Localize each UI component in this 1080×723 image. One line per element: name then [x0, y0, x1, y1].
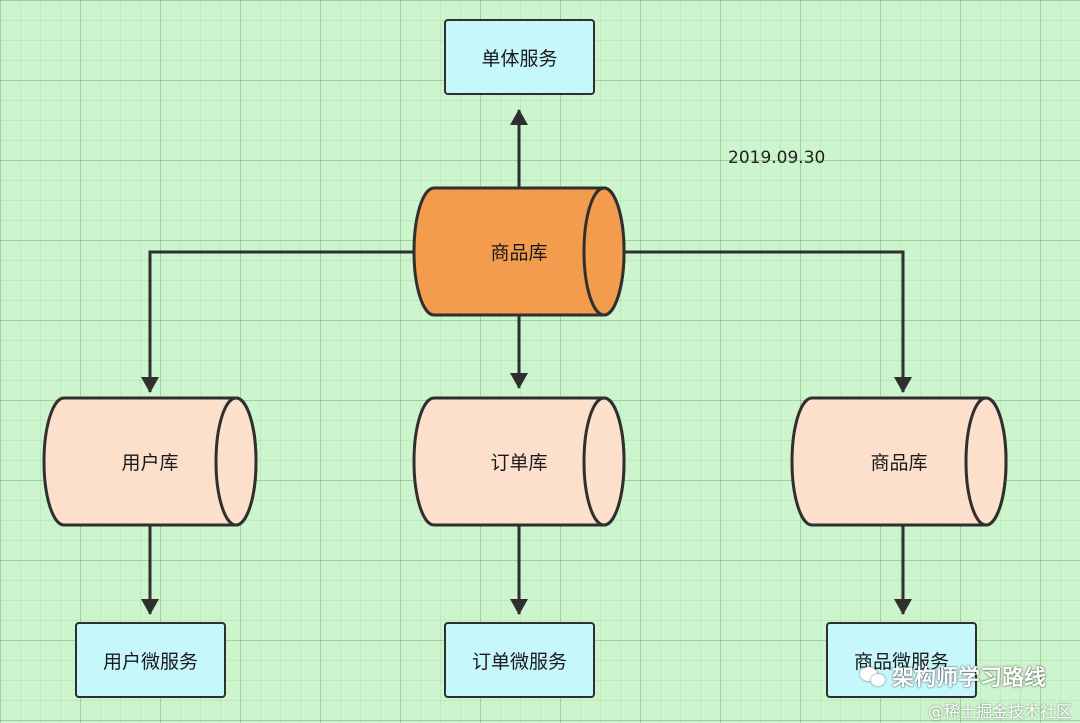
source-credit: @稀土掘金技术社区	[927, 702, 1072, 721]
monolith-service-label: 单体服务	[481, 47, 558, 70]
order-db-cylinder[interactable]	[412, 396, 626, 527]
order-service-box[interactable]: 订单微服务	[444, 622, 595, 698]
central-db-label: 商品库	[490, 242, 548, 264]
order-db-label: 订单库	[490, 452, 548, 474]
watermark: 架构师学习路线	[859, 660, 1046, 692]
watermark-text: 架构师学习路线	[891, 666, 1046, 691]
product-db-cylinder[interactable]	[790, 396, 1008, 527]
date-annotation: 2019.09.30	[728, 148, 826, 168]
central-db-cylinder[interactable]	[412, 186, 626, 317]
order-service-label: 订单微服务	[471, 650, 567, 673]
product-db-label: 商品库	[870, 452, 928, 474]
edge-central-to-user-db	[141, 250, 414, 393]
product-service-box[interactable]: 商品微服务	[826, 622, 977, 698]
user-service-box[interactable]: 用户微服务	[75, 622, 226, 698]
product-service-label: 商品微服务	[853, 650, 949, 673]
monolith-service-box[interactable]: 单体服务	[444, 19, 595, 95]
user-service-label: 用户微服务	[102, 650, 198, 673]
user-db-label: 用户库	[121, 452, 179, 474]
edge-central-to-product-db	[624, 250, 912, 393]
wechat-icon	[859, 665, 886, 687]
user-db-cylinder[interactable]	[42, 396, 258, 527]
